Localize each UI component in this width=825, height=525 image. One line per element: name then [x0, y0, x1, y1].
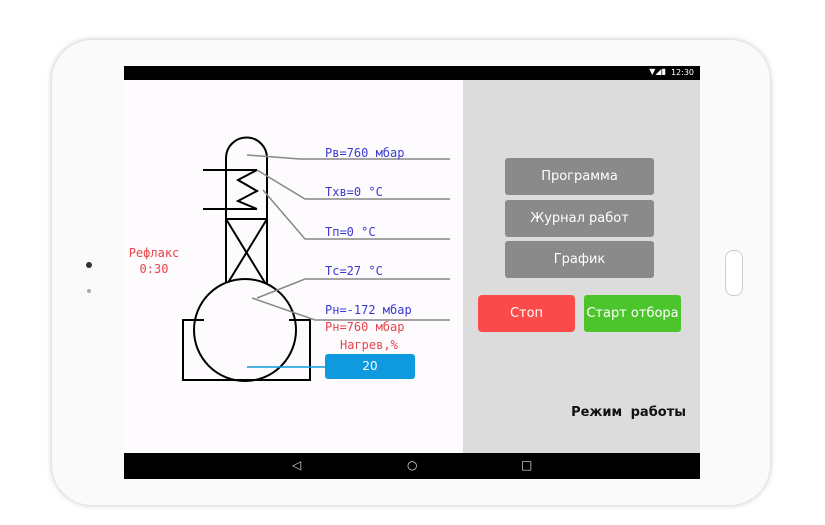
operating-mode-label: Режим работы [571, 405, 686, 420]
hardware-home-button[interactable] [725, 250, 743, 296]
program-button[interactable]: Программа [505, 158, 654, 195]
work-log-button[interactable]: Журнал работ [505, 200, 654, 237]
distillation-column-diagram [182, 136, 450, 382]
distillation-diagram-panel [124, 80, 463, 453]
bottom-pressure-set: Рн=760 мбар [325, 320, 405, 334]
column-dome [225, 136, 268, 286]
heating-value-input[interactable]: 20 [325, 354, 415, 379]
navigation-bar: ◁ ○ □ [124, 453, 700, 479]
home-icon[interactable]: ○ [407, 458, 418, 472]
packing-cross [225, 218, 268, 287]
camera [86, 262, 92, 268]
start-collection-button[interactable]: Старт отбора [584, 295, 681, 332]
top-pressure: Рв=760 мбар [325, 146, 405, 160]
bottom-pressure: Рн=-172 мбар [325, 303, 412, 317]
graph-button[interactable]: График [505, 241, 654, 278]
recent-apps-icon[interactable]: □ [521, 458, 533, 472]
vapor-temp: Тп=0 °С [325, 225, 376, 239]
screen: ▼◢▮ 12:30 Рефлакс 0:30 Рв=760 мбар Тхв=0… [124, 66, 700, 479]
condenser-lines [203, 169, 257, 210]
stop-button[interactable]: Стоп [478, 295, 575, 332]
heating-label: Нагрев,% [340, 338, 398, 352]
column-temp: Тс=27 °С [325, 264, 383, 278]
reflux-label: Рефлакс [128, 246, 180, 260]
cooling-water-temp: Тхв=0 °С [325, 185, 383, 199]
flask [193, 278, 297, 382]
back-icon[interactable]: ◁ [292, 458, 302, 472]
sensor [87, 289, 91, 293]
control-panel: Программа Журнал работ График Стоп Старт… [463, 80, 700, 453]
reflux-value: 0:30 [139, 262, 169, 276]
clock: 12:30 [670, 68, 694, 77]
signal-battery-icon: ▼◢▮ [649, 67, 666, 76]
condenser-coil-icon [235, 169, 260, 210]
heater [182, 319, 311, 381]
status-bar: ▼◢▮ 12:30 [124, 66, 700, 80]
